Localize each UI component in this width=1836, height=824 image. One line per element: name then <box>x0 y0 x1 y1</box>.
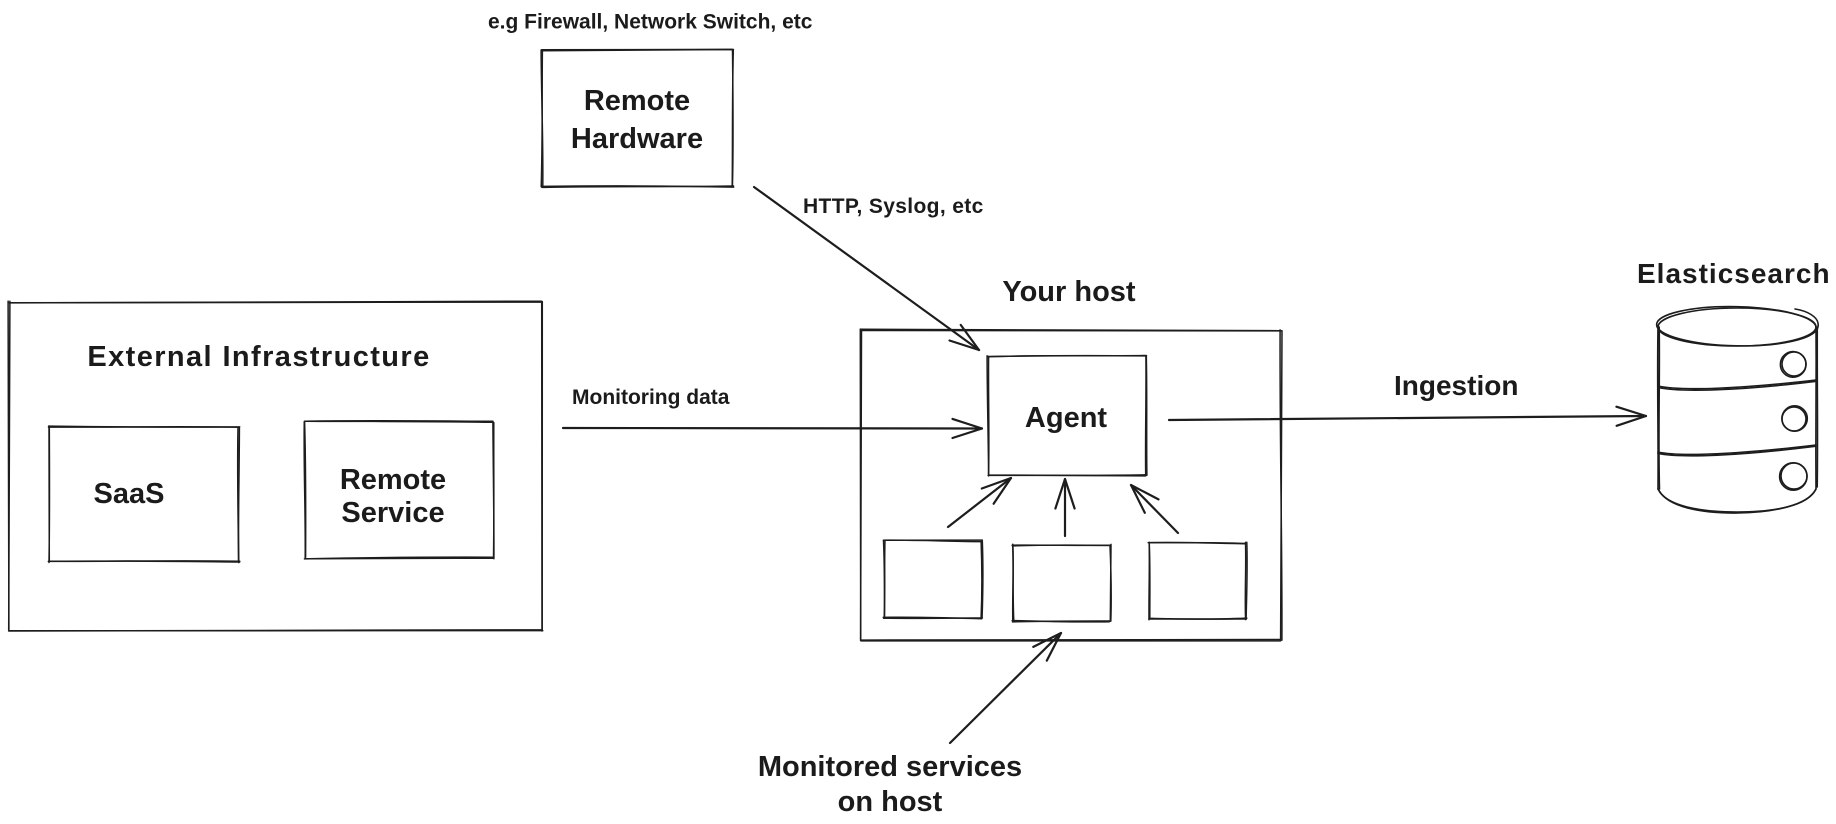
svg-text:Ingestion: Ingestion <box>1394 370 1518 401</box>
svg-text:Elasticsearch: Elasticsearch <box>1637 258 1831 289</box>
svg-text:Service: Service <box>341 497 444 529</box>
svg-text:External Infrastructure: External Infrastructure <box>87 341 430 373</box>
svg-text:Monitoring data: Monitoring data <box>572 386 730 409</box>
svg-text:Remote: Remote <box>340 464 446 496</box>
svg-text:Monitored services: Monitored services <box>758 751 1022 783</box>
svg-text:on host: on host <box>838 786 943 818</box>
svg-text:Hardware: Hardware <box>571 123 703 155</box>
svg-text:Your host: Your host <box>1002 276 1136 308</box>
svg-text:HTTP, Syslog, etc: HTTP, Syslog, etc <box>803 195 984 218</box>
svg-text:SaaS: SaaS <box>94 478 165 510</box>
svg-text:Remote: Remote <box>584 85 690 117</box>
svg-text:e.g Firewall, Network Switch,: e.g Firewall, Network Switch, etc <box>488 11 813 34</box>
svg-text:Agent: Agent <box>1025 402 1108 434</box>
